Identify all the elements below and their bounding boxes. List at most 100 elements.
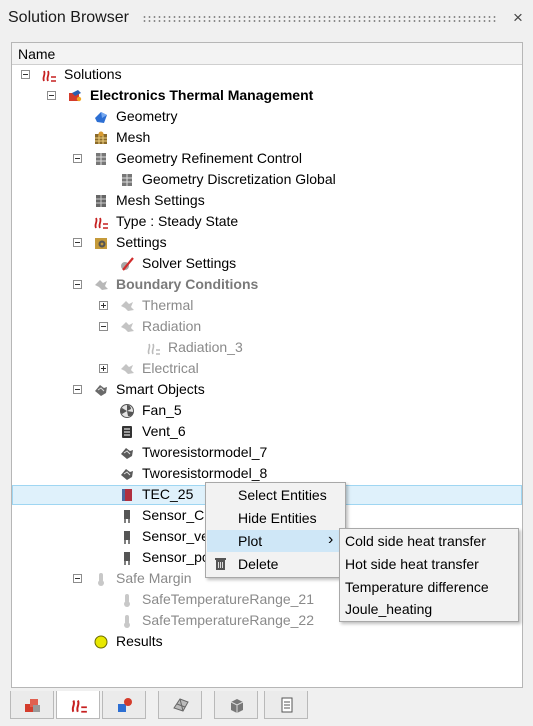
submenu-item-cold-side-heat-transfer[interactable]: Cold side heat transfer	[340, 530, 518, 552]
expand-icon[interactable]	[99, 364, 108, 373]
discretization-icon	[122, 174, 132, 186]
solution-tree[interactable]: Name Solutions Electronics Thermal Manag…	[11, 42, 523, 688]
column-header-name[interactable]: Name	[12, 43, 522, 65]
tree-row-safe-temperature-range-21[interactable]: SafeTemperatureRange_21	[12, 590, 522, 610]
solver-settings-icon	[121, 257, 134, 271]
sensor-icon	[124, 552, 130, 565]
report-tab[interactable]	[264, 691, 308, 719]
collapse-icon[interactable]	[73, 154, 82, 163]
mesh-tab[interactable]	[158, 691, 202, 719]
tree-row-mesh[interactable]: Mesh	[12, 128, 522, 148]
tree-row-safe-temperature-range-22[interactable]: SafeTemperatureRange_22	[12, 611, 522, 631]
plot-submenu: Cold side heat transfer Hot side heat tr…	[339, 528, 519, 622]
menu-item-delete[interactable]: Delete	[206, 553, 345, 575]
close-icon[interactable]: ×	[513, 8, 523, 27]
collapse-icon[interactable]	[73, 385, 82, 394]
tree-row-thermal[interactable]: Thermal	[12, 296, 522, 316]
tree-row-radiation[interactable]: Radiation	[12, 317, 522, 337]
tree-row-fan-5[interactable]: Fan_5	[12, 401, 522, 421]
tree-row-results[interactable]: Results	[12, 632, 522, 652]
mesh-tab-icon	[173, 698, 189, 712]
menu-item-label: Hide Entities	[238, 510, 317, 526]
collapse-icon[interactable]	[99, 322, 108, 331]
menu-item-label: Cold side heat transfer	[345, 533, 486, 549]
tree-label: Fan_5	[142, 402, 182, 418]
tree-row-sensor-pc[interactable]: Sensor_pc	[12, 548, 522, 568]
sensor-icon	[124, 531, 130, 544]
menu-item-hide-entities[interactable]: Hide Entities	[206, 507, 345, 529]
sensor-icon	[124, 510, 130, 523]
tree-label: Type : Steady State	[116, 213, 239, 229]
drag-grip[interactable]	[142, 15, 497, 23]
mesh-icon	[95, 131, 107, 144]
fan-icon	[120, 404, 134, 418]
project-icon	[69, 90, 82, 102]
parts-tab[interactable]	[102, 691, 146, 719]
menu-item-plot[interactable]: Plot ›	[207, 530, 344, 552]
mesh-settings-icon	[96, 195, 106, 207]
menu-item-select-entities[interactable]: Select Entities	[206, 484, 345, 506]
menu-item-label: Temperature difference	[345, 579, 489, 595]
tree-row-boundary-conditions[interactable]: Boundary Conditions	[12, 275, 522, 295]
tree-row-solutions[interactable]: Solutions	[12, 65, 522, 85]
electrical-icon	[121, 364, 134, 374]
tree-label: Radiation	[142, 318, 202, 334]
tree-row-tworesistormodel-8[interactable]: Tworesistormodel_8	[12, 464, 522, 484]
tree-row-electronics-thermal-management[interactable]: Electronics Thermal Management	[12, 86, 522, 106]
tree-label: Boundary Conditions	[116, 276, 259, 292]
tree-label: Vent_6	[142, 423, 186, 439]
tree-label: Sensor_Cl	[142, 507, 208, 523]
collapse-icon[interactable]	[73, 238, 82, 247]
model-browser-tab[interactable]	[10, 691, 54, 719]
tree-row-vent-6[interactable]: Vent_6	[12, 422, 522, 442]
tree-label: Sensor_pc	[142, 549, 209, 565]
tree-row-type-steady-state[interactable]: Type : Steady State	[12, 212, 522, 232]
collapse-icon[interactable]	[47, 91, 56, 100]
tree-label: Safe Margin	[116, 570, 192, 586]
collapse-icon[interactable]	[73, 574, 82, 583]
solutions-icon	[42, 70, 56, 82]
tree-label: Solver Settings	[142, 255, 237, 271]
resistor-model-icon	[121, 448, 133, 459]
menu-item-label: Joule_heating	[345, 601, 433, 617]
materials-tab[interactable]	[214, 691, 258, 719]
safe-margin-icon	[98, 573, 104, 586]
tree-row-solver-settings[interactable]: Solver Settings	[12, 254, 522, 274]
menu-item-label: Select Entities	[238, 487, 327, 503]
tree-row-electrical[interactable]: Electrical	[12, 359, 522, 379]
solution-browser-tab-icon	[71, 700, 87, 713]
tree-row-mesh-settings[interactable]: Mesh Settings	[12, 191, 522, 211]
tree-label: Tworesistormodel_8	[142, 465, 268, 481]
tree-label: Geometry Refinement Control	[116, 150, 302, 166]
solution-browser-tab[interactable]	[56, 691, 100, 719]
column-header-label: Name	[18, 46, 56, 62]
safe-range-icon	[124, 615, 130, 628]
tree-row-settings[interactable]: Settings	[12, 233, 522, 253]
tree-row-geometry-refinement-control[interactable]: Geometry Refinement Control	[12, 149, 522, 169]
report-tab-icon	[281, 697, 293, 713]
results-icon	[94, 635, 108, 649]
model-browser-tab-icon	[25, 699, 40, 712]
tree-row-sensor-ve[interactable]: Sensor_ve	[12, 527, 522, 547]
boundary-conditions-icon	[95, 280, 108, 290]
panel-titlebar[interactable]: Solution Browser ×	[0, 0, 533, 38]
tree-row-sensor-cl[interactable]: Sensor_Cl	[12, 506, 522, 526]
tree-label: SafeTemperatureRange_22	[142, 612, 315, 628]
submenu-item-joule-heating[interactable]: Joule_heating	[340, 598, 518, 620]
collapse-icon[interactable]	[21, 70, 30, 79]
tree-row-tworesistormodel-7[interactable]: Tworesistormodel_7	[12, 443, 522, 463]
collapse-icon[interactable]	[73, 280, 82, 289]
tree-row-smart-objects[interactable]: Smart Objects	[12, 380, 522, 400]
submenu-item-hot-side-heat-transfer[interactable]: Hot side heat transfer	[340, 553, 518, 575]
panel-title: Solution Browser	[8, 9, 129, 26]
tree-row-geometry[interactable]: Geometry	[12, 107, 522, 127]
tree-label: Mesh	[116, 129, 151, 145]
thermal-icon	[121, 301, 134, 311]
tree-row-radiation-3[interactable]: Radiation_3	[12, 338, 522, 358]
tree-row-geometry-discretization-global[interactable]: Geometry Discretization Global	[12, 170, 522, 190]
submenu-item-temperature-difference[interactable]: Temperature difference	[340, 576, 518, 598]
tree-label: Geometry Discretization Global	[142, 171, 336, 187]
expand-icon[interactable]	[99, 301, 108, 310]
radiation-icon	[121, 322, 134, 332]
tree-row-safe-margin[interactable]: Safe Margin	[12, 569, 522, 589]
